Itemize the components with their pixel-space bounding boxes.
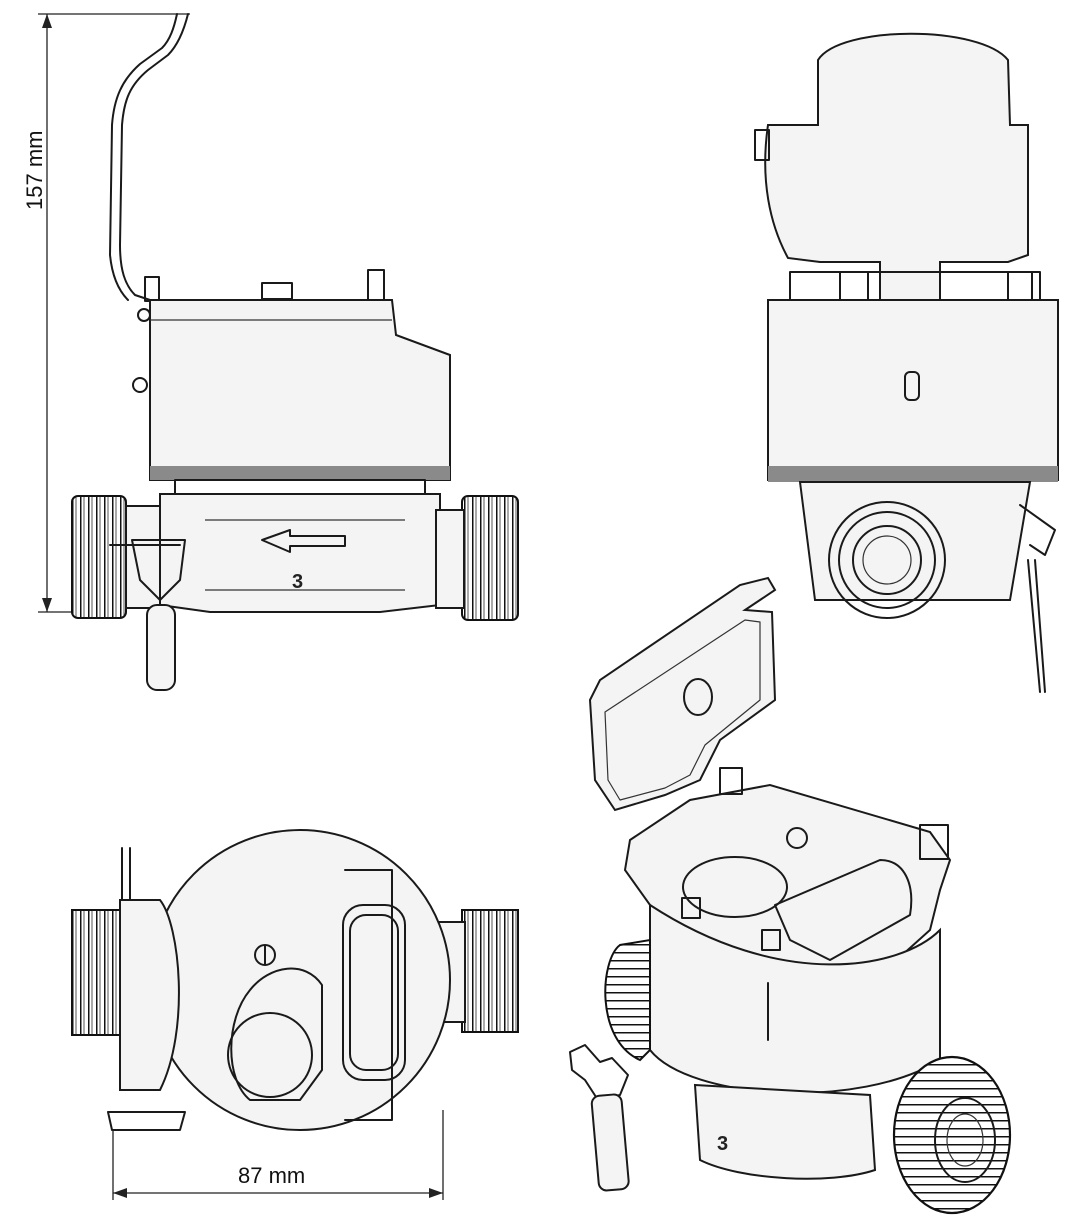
width-dimension: 87 mm (112, 1110, 444, 1200)
side-view: 3 (71, 13, 519, 691)
height-dimension: 157 mm (22, 13, 190, 613)
iso-view-mark: 3 (717, 1133, 728, 1155)
width-dimension-label: 87 mm (238, 1163, 305, 1188)
rear-view (754, 32, 1059, 693)
height-dimension-label: 157 mm (22, 131, 47, 210)
side-view-mark: 3 (292, 571, 303, 593)
top-view: 87 mm (71, 829, 519, 1200)
isometric-view: 3 (569, 576, 1012, 1215)
